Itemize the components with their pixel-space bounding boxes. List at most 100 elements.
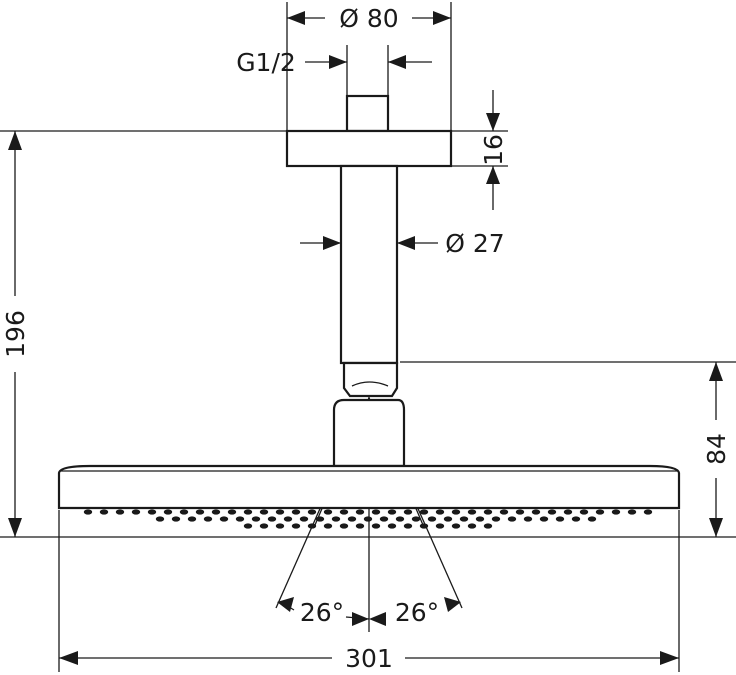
nozzle-dot (427, 516, 437, 522)
nozzle-dot (115, 509, 125, 515)
nozzle-dot (323, 509, 333, 515)
nozzle-dot (611, 509, 621, 515)
label-thread: G1/2 (236, 48, 296, 77)
nozzle-dot (435, 509, 445, 515)
ceiling-flange (285, 129, 453, 168)
nozzle-dot (323, 523, 333, 529)
nozzle-dot (259, 523, 269, 529)
nozzle-dot (99, 509, 109, 515)
nozzle-dot (491, 516, 501, 522)
nozzle-dot (275, 509, 285, 515)
nozzle-dot (483, 523, 493, 529)
nozzle-dot (371, 523, 381, 529)
nozzle-row (83, 509, 653, 529)
nozzle-dot (643, 509, 653, 515)
nozzle-dot (147, 509, 157, 515)
nozzle-dot (435, 523, 445, 529)
shower-assembly (57, 94, 681, 510)
nozzle-dot (267, 516, 277, 522)
shower-arm-pipe (339, 164, 399, 365)
nozzle-dot (291, 523, 301, 529)
nozzle-dot (563, 509, 573, 515)
nozzle-dot (275, 523, 285, 529)
nozzle-dot (195, 509, 205, 515)
label-total-height: 196 (1, 310, 30, 358)
nozzle-dot (235, 516, 245, 522)
nozzle-dot (227, 509, 237, 515)
nozzle-dot (483, 509, 493, 515)
nozzle-dot (579, 509, 589, 515)
nozzle-dot (187, 516, 197, 522)
head-neck (332, 398, 406, 468)
nozzle-dot (179, 509, 189, 515)
nozzle-dot (307, 509, 317, 515)
nozzle-dot (403, 509, 413, 515)
nozzle-dot (283, 516, 293, 522)
nozzle-dot (355, 523, 365, 529)
nozzle-dot (627, 509, 637, 515)
nozzle-dot (499, 509, 509, 515)
nozzle-dot (443, 516, 453, 522)
nozzle-dot (379, 516, 389, 522)
nozzle-dot (219, 516, 229, 522)
pipe-thread-connector (345, 94, 390, 133)
nozzle-dot (459, 516, 469, 522)
nozzle-dot (587, 516, 597, 522)
label-head-height: 84 (702, 433, 731, 465)
shower-head-body (57, 464, 681, 510)
nozzle-dot (571, 516, 581, 522)
nozzle-dot (243, 523, 253, 529)
nozzle-dot (547, 509, 557, 515)
nozzle-dot (299, 516, 309, 522)
label-flange-height: 16 (479, 134, 508, 166)
nozzle-dot (467, 509, 477, 515)
nozzle-dot (403, 523, 413, 529)
nozzle-dot (131, 509, 141, 515)
nozzle-dot (171, 516, 181, 522)
nozzle-dot (243, 509, 253, 515)
label-diameter-27: Ø 27 (445, 229, 504, 258)
nozzle-dot (515, 509, 525, 515)
label-diameter-80: Ø 80 (339, 4, 398, 33)
nozzle-dot (347, 516, 357, 522)
nozzle-dot (387, 509, 397, 515)
nozzle-dot (451, 523, 461, 529)
nozzle-dot (467, 523, 477, 529)
nozzle-dot (163, 509, 173, 515)
nozzle-dot (291, 509, 301, 515)
nozzle-dot (395, 516, 405, 522)
nozzle-dot (419, 523, 429, 529)
nozzle-dot (331, 516, 341, 522)
nozzle-dot (539, 516, 549, 522)
nozzle-dot (339, 523, 349, 529)
nozzle-dot (523, 516, 533, 522)
nozzle-dot (531, 509, 541, 515)
nozzle-dot (363, 516, 373, 522)
nozzle-dot (83, 509, 93, 515)
nozzle-dot (259, 509, 269, 515)
label-angle-right: 26° (395, 598, 439, 627)
ball-joint (342, 361, 399, 398)
dimension-lines (8, 11, 723, 665)
nozzle-dot (411, 516, 421, 522)
nozzle-dot (339, 509, 349, 515)
dimension-labels: Ø 80 G1/2 16 Ø 27 196 84 26° 26° 301 (1, 4, 731, 673)
nozzle-dot (507, 516, 517, 522)
nozzle-dot (315, 516, 325, 522)
nozzle-dot (419, 509, 429, 515)
nozzle-dot (555, 516, 565, 522)
nozzle-dot (155, 516, 165, 522)
nozzle-dot (387, 523, 397, 529)
nozzle-dot (211, 509, 221, 515)
joint-seat (351, 381, 389, 387)
label-head-width: 301 (345, 644, 393, 673)
nozzle-dot (307, 523, 317, 529)
nozzle-dot (595, 509, 605, 515)
nozzle-dot (371, 509, 381, 515)
nozzle-dot (355, 509, 365, 515)
nozzle-dot (203, 516, 213, 522)
nozzle-dot (475, 516, 485, 522)
label-angle-left: 26° (300, 598, 344, 627)
nozzle-dot (451, 509, 461, 515)
